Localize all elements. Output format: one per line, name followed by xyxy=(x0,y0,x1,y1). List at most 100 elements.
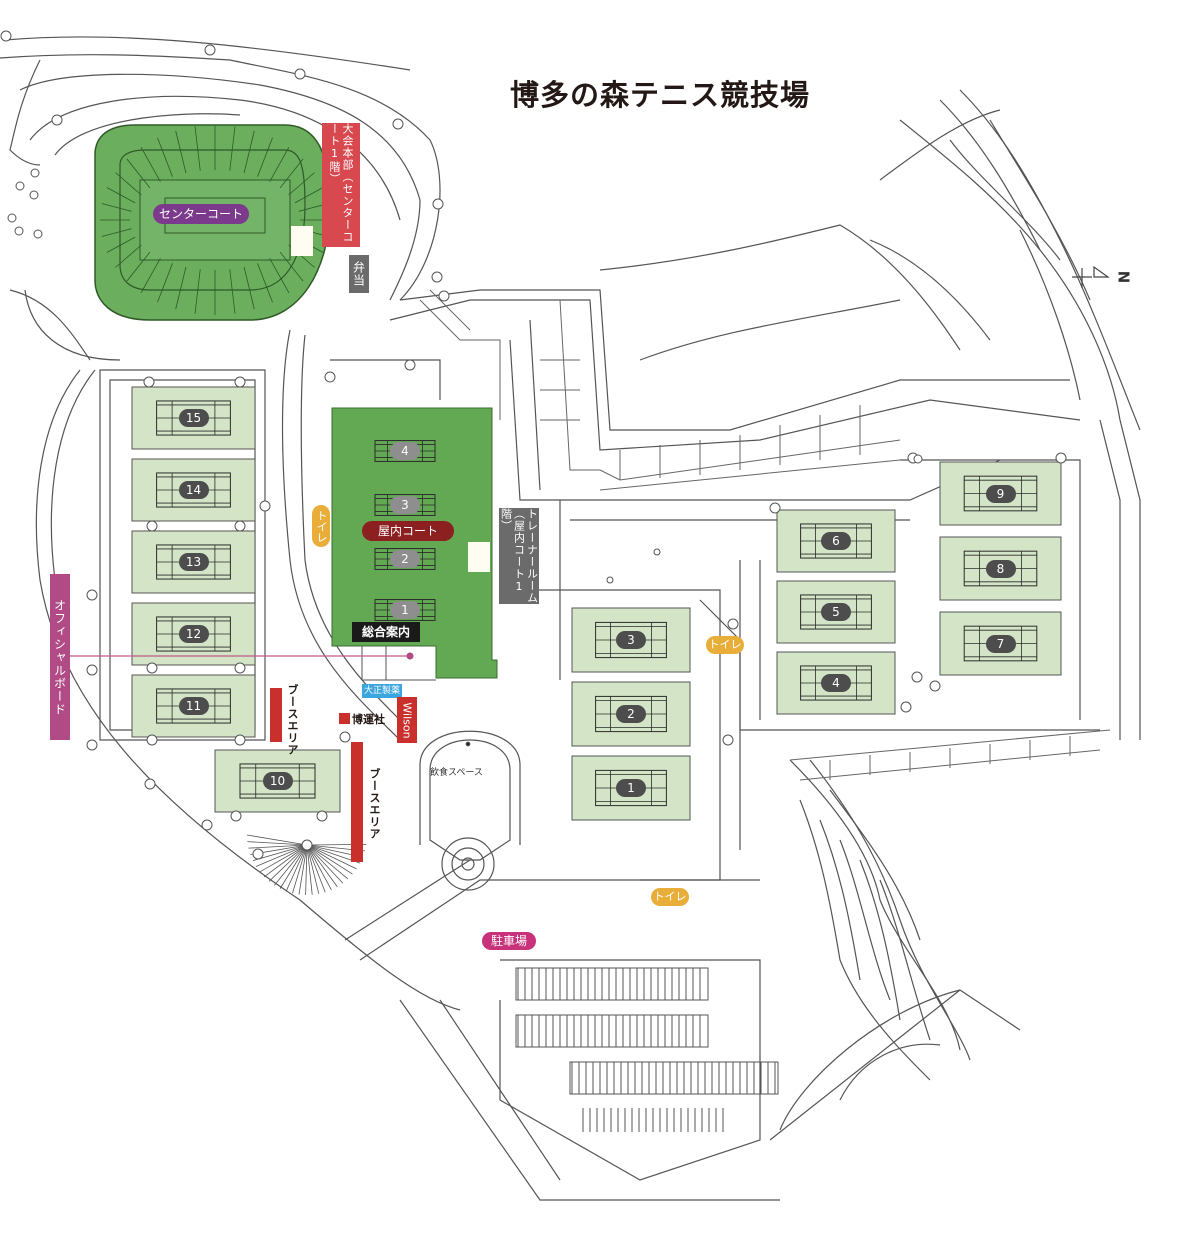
court-number-badge: 9 xyxy=(985,484,1016,503)
fan-line xyxy=(305,844,308,895)
stadium-seat-divider xyxy=(243,266,255,310)
stadium-seat-divider xyxy=(229,126,236,171)
stadium-seat-divider xyxy=(126,158,151,189)
stadium-seat-divider xyxy=(115,244,142,268)
fan-line xyxy=(306,844,326,893)
fan-line xyxy=(252,844,308,862)
court-west-15[interactable] xyxy=(131,386,256,450)
fan-line xyxy=(247,841,308,846)
terrain-lines xyxy=(0,36,1141,1141)
stadium-seat-divider xyxy=(269,258,290,293)
path-markers xyxy=(0,30,1067,860)
fan-line xyxy=(263,844,308,878)
booth-area-2-label[interactable]: ブースエリア xyxy=(368,768,381,840)
stadium-seat-divider xyxy=(269,147,290,182)
fan-line xyxy=(248,844,308,849)
fan-line xyxy=(255,844,308,867)
fan-line xyxy=(268,844,308,882)
stadium-seat-divider xyxy=(229,269,236,314)
entrance-plaza xyxy=(246,834,367,895)
court-number-badge: 2 xyxy=(616,705,646,723)
toilet-label-3[interactable]: トイレ xyxy=(651,888,689,906)
stadium-seat-divider xyxy=(279,251,304,282)
stadium-seat-divider xyxy=(106,236,136,253)
parking-badge[interactable]: 駐車場 xyxy=(482,932,536,950)
stadium-seat-divider xyxy=(257,263,273,303)
information-label[interactable]: 総合案内 xyxy=(352,622,420,642)
court-number-badge: 5 xyxy=(821,603,851,621)
official-board-label[interactable]: オフィシャルボード xyxy=(50,574,70,740)
booth-area-2-bar xyxy=(351,742,363,862)
court-number-badge: 12 xyxy=(178,625,209,643)
parking-stalls xyxy=(515,967,779,1132)
stadium-seat-divider xyxy=(157,137,173,177)
court-east_left-5[interactable] xyxy=(776,580,896,644)
headquarters-label[interactable]: 大会本部（センターコート1階） xyxy=(322,123,360,247)
bento-label[interactable]: 弁当 xyxy=(349,255,369,293)
court-number-badge: 11 xyxy=(178,697,209,715)
indoor-court-building xyxy=(331,407,498,681)
booth-area-1-bar xyxy=(270,688,282,742)
trainer-room-label[interactable]: トレーナールーム（屋内コート1階） xyxy=(499,508,539,604)
court-number-badge: 6 xyxy=(821,532,851,550)
hakuunsha-label[interactable]: 博運社 xyxy=(352,713,385,726)
court-middle-2[interactable] xyxy=(571,681,691,747)
stadium-seat-divider xyxy=(115,172,142,196)
wilson-label[interactable]: Wilson xyxy=(397,697,417,743)
stadium-seat-divider xyxy=(175,266,187,310)
court-number-badge: 3 xyxy=(616,631,646,649)
fan-line xyxy=(285,844,308,892)
taisho-label[interactable]: 大正製薬 xyxy=(362,684,402,698)
stadium-seat-divider xyxy=(194,269,201,314)
court-west-12[interactable] xyxy=(131,602,256,666)
fan-line xyxy=(306,844,344,884)
court-number-badge: 1 xyxy=(616,779,646,797)
north-arrow-icon xyxy=(1072,265,1110,288)
fan-line xyxy=(298,844,308,895)
court-number-badge: 3 xyxy=(390,496,420,514)
court-number-badge: 13 xyxy=(178,553,209,571)
center-court-badge[interactable]: センターコート xyxy=(153,204,249,224)
stadium-seat-divider xyxy=(243,130,255,174)
court-number-badge: 4 xyxy=(390,442,420,460)
stadium-seat-divider xyxy=(140,147,161,182)
court-number-badge: 1 xyxy=(390,601,420,619)
fan-line xyxy=(306,844,313,895)
food-space-label[interactable]: 飲食スペース xyxy=(430,768,483,778)
page-title: 博多の森テニス競技場 xyxy=(510,78,811,112)
fan-line xyxy=(306,844,332,891)
stadium-seat-divider xyxy=(194,126,201,171)
stadium-seat-divider xyxy=(288,172,315,196)
court-number-badge: 10 xyxy=(262,772,293,790)
toilet-label-1[interactable]: トイレ xyxy=(312,505,330,547)
booth-area-1-label[interactable]: ブースエリア xyxy=(286,684,299,756)
fan-line xyxy=(306,844,353,875)
court-number-badge: 7 xyxy=(985,634,1016,653)
indoor-court-badge[interactable]: 屋内コート xyxy=(362,521,454,541)
stadium-seat-divider xyxy=(101,228,132,237)
stadium-seat-divider xyxy=(294,187,324,204)
stadium-seat-divider xyxy=(157,263,173,303)
toilet-label-2[interactable]: トイレ xyxy=(706,636,744,654)
stadium-seat-divider xyxy=(106,187,136,204)
fan-line xyxy=(306,844,349,880)
fan-line xyxy=(306,844,338,888)
fan-line xyxy=(259,844,308,873)
fan-line xyxy=(246,834,308,846)
stadium-seat-divider xyxy=(279,158,304,189)
fan-line xyxy=(306,844,357,870)
wilson-text: Wilson xyxy=(400,701,414,739)
terraced-seating xyxy=(419,289,1111,781)
court-number-badge: 14 xyxy=(178,481,209,499)
court-middle-1[interactable] xyxy=(571,755,691,821)
stadium-seat-divider xyxy=(140,258,161,293)
court-number-badge: 2 xyxy=(390,550,420,568)
court-number-badge: 4 xyxy=(821,674,851,692)
stadium-seat-divider xyxy=(101,203,132,212)
compass-north-label: N xyxy=(1114,270,1133,284)
fan-line xyxy=(292,844,308,894)
food-area-outline xyxy=(419,730,521,891)
stadium-seat-divider xyxy=(257,137,273,177)
court-number-badge: 15 xyxy=(178,409,209,427)
